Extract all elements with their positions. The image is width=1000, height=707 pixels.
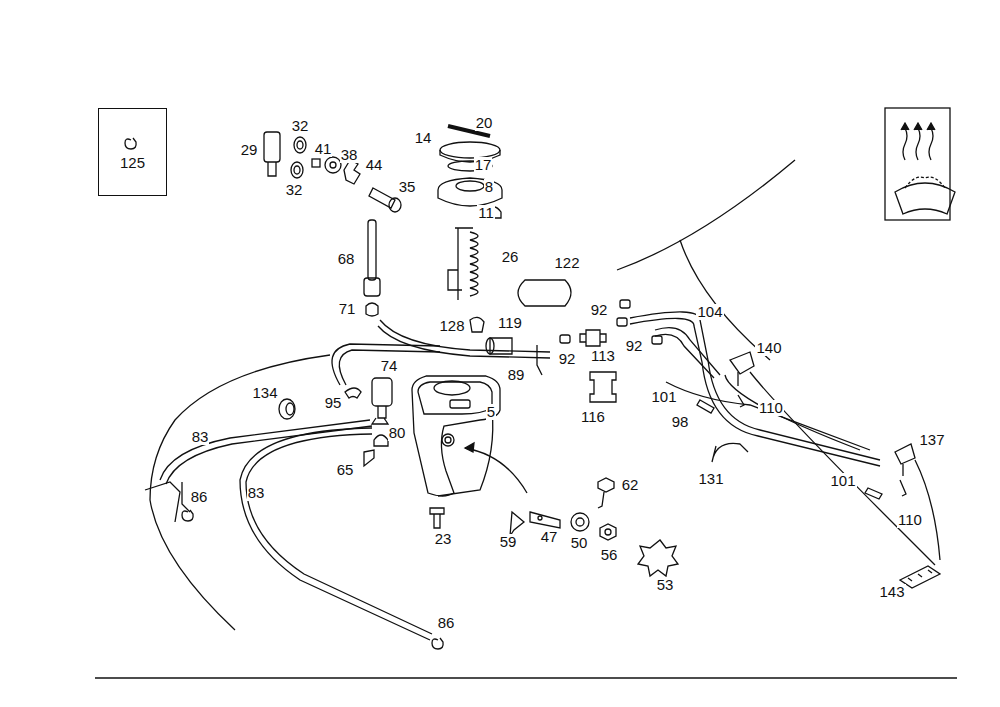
- callout-number: 95: [324, 395, 343, 411]
- callout-number: 68: [337, 251, 356, 267]
- callout-number: 131: [697, 471, 724, 487]
- callout-number: 140: [755, 340, 782, 356]
- callout-number: 38: [340, 147, 359, 163]
- callout-number: 122: [553, 255, 580, 271]
- callout-number: 86: [437, 615, 456, 631]
- callout-number: 20: [475, 115, 494, 131]
- callout-number: 80: [388, 425, 407, 441]
- callout-number: 92: [590, 302, 609, 318]
- callout-number: 89: [507, 367, 526, 383]
- callout-number: 53: [656, 577, 675, 593]
- callout-number: 11: [477, 205, 495, 221]
- callout-number: 92: [558, 351, 577, 367]
- callout-number: 26: [501, 249, 520, 265]
- callout-number: 110: [758, 400, 784, 416]
- callout-number: 101: [650, 389, 677, 405]
- callout-number: 44: [365, 157, 384, 173]
- callout-number: 116: [580, 409, 606, 425]
- callout-number: 50: [570, 535, 589, 551]
- callout-number: 134: [251, 385, 278, 401]
- callout-number: 47: [540, 529, 559, 545]
- callout-number: 143: [878, 584, 905, 600]
- callout-number: 17: [474, 157, 493, 173]
- callout-number: 104: [696, 304, 723, 320]
- callout-number: 23: [434, 531, 453, 547]
- callout-number: 110: [897, 512, 923, 528]
- callout-number: 119: [497, 315, 523, 331]
- callout-number: 71: [338, 301, 357, 317]
- callout-number: 56: [600, 547, 619, 563]
- callout-number: 62: [621, 477, 640, 493]
- callout-number: 35: [398, 179, 417, 195]
- callout-number: 86: [190, 489, 209, 505]
- callout-number: 5: [486, 404, 496, 420]
- callout-number: 74: [380, 358, 399, 374]
- callout-number: 41: [314, 141, 333, 157]
- callout-number: 32: [285, 182, 304, 198]
- callout-number: 8: [484, 179, 494, 195]
- callout-number: 83: [247, 485, 266, 501]
- callout-number: 83: [191, 429, 210, 445]
- reference-number: 125: [99, 155, 166, 171]
- callout-number: 128: [438, 318, 465, 334]
- callout-number: 101: [829, 473, 856, 489]
- callout-number: 137: [918, 432, 945, 448]
- callout-number: 14: [414, 130, 433, 146]
- callout-number: 113: [590, 348, 616, 364]
- callout-number: 29: [240, 142, 259, 158]
- reference-box: 125: [98, 108, 167, 196]
- callout-number: 92: [625, 338, 644, 354]
- callout-number: 32: [291, 118, 310, 134]
- callout-number: 65: [336, 462, 355, 478]
- callout-number: 98: [671, 414, 690, 430]
- callout-number: 59: [499, 534, 518, 550]
